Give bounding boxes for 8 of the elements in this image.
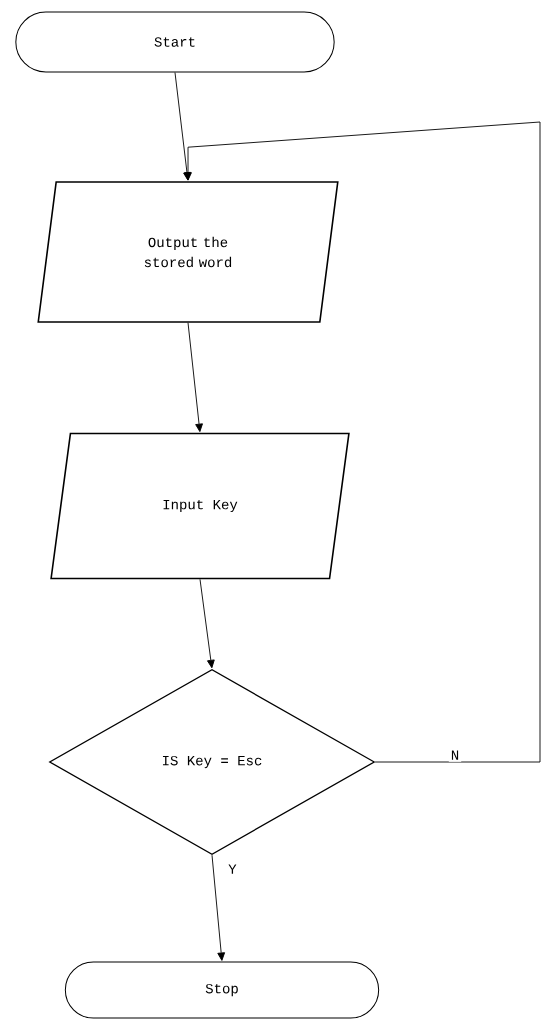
input-output-box: Input Key [50, 432, 350, 580]
arrow [184, 121, 541, 763]
edge-label: N [451, 750, 459, 760]
arrow [187, 322, 203, 433]
input-output-box: Output the stored word [37, 181, 339, 323]
arrow [199, 578, 215, 669]
arrow [211, 854, 226, 961]
edge-label: Y [228, 864, 237, 874]
